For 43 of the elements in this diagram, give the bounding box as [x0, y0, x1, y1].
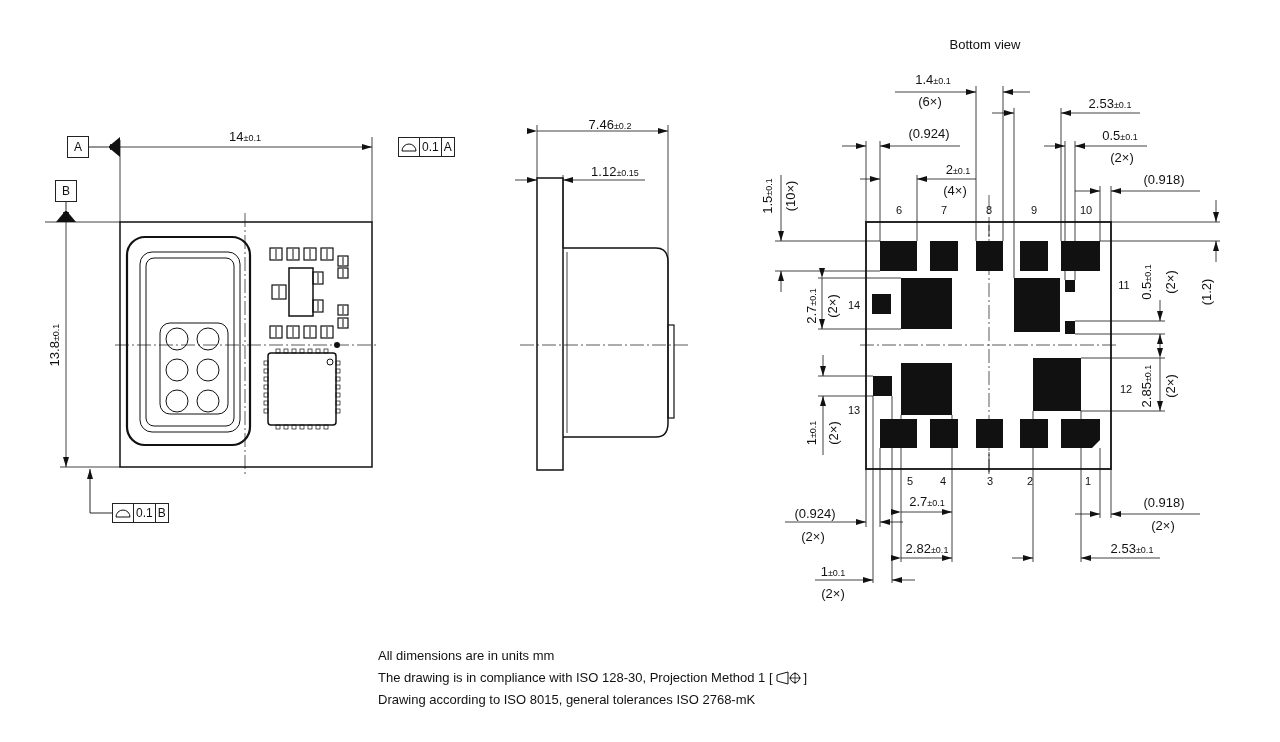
dimension-value: (2×)	[824, 294, 840, 318]
pin-number: 5	[906, 473, 914, 489]
dimension-value: (0.924)	[908, 125, 950, 141]
note-text: ]	[803, 670, 808, 685]
pin-number: 1	[1084, 473, 1092, 489]
dimension-value: (1.2)	[1198, 278, 1214, 306]
pin-number: 2	[1026, 473, 1034, 489]
dimension-value: (2×)	[821, 585, 845, 601]
pin-number: 11	[1118, 277, 1130, 293]
dimension-value: (0.918)	[1143, 171, 1185, 187]
datum-reference: B	[154, 504, 168, 522]
dimension-value: (0.924)	[794, 505, 836, 521]
dimension-value: (4×)	[943, 182, 967, 198]
dimension-value: (2×)	[1162, 374, 1178, 398]
dimension-value: (2×)	[801, 528, 825, 544]
datum-reference: A	[440, 138, 454, 156]
tolerance-value: 0.1	[419, 138, 441, 156]
dimension-value: (2×)	[1162, 270, 1178, 294]
pin-number: 12	[1119, 381, 1133, 397]
note-text: Drawing according to ISO 8015, general tolerances ISO 2768-mK	[378, 692, 756, 707]
view-title: Bottom view	[949, 36, 1021, 52]
dimension-value: (2×)	[1151, 517, 1175, 533]
pin-number: 14	[847, 297, 861, 313]
pin-number: 3	[986, 473, 994, 489]
pin-number: 8	[985, 202, 993, 218]
feature-control-frame	[398, 137, 455, 157]
dimension-value: (6×)	[918, 93, 942, 109]
note-text: All dimensions are in units mm	[378, 648, 555, 663]
tolerance-value: 0.1	[133, 504, 155, 522]
dimension-value: (0.918)	[1143, 494, 1185, 510]
pin-number: 6	[895, 202, 903, 218]
dimension-value: (10×)	[782, 180, 798, 212]
dimension-value: (2×)	[825, 421, 841, 445]
pin-number: 7	[940, 202, 948, 218]
pin-number: 13	[847, 402, 861, 418]
dimension-value: (2×)	[1110, 149, 1134, 165]
datum-label: A	[67, 136, 89, 158]
pin-number: 4	[939, 473, 947, 489]
pin-number: 9	[1030, 202, 1038, 218]
pin-number: 10	[1079, 202, 1093, 218]
datum-label: B	[55, 180, 77, 202]
note-text: The drawing is in compliance with ISO 128-30, Projection Method 1 [	[378, 670, 773, 685]
feature-control-frame	[112, 503, 169, 523]
